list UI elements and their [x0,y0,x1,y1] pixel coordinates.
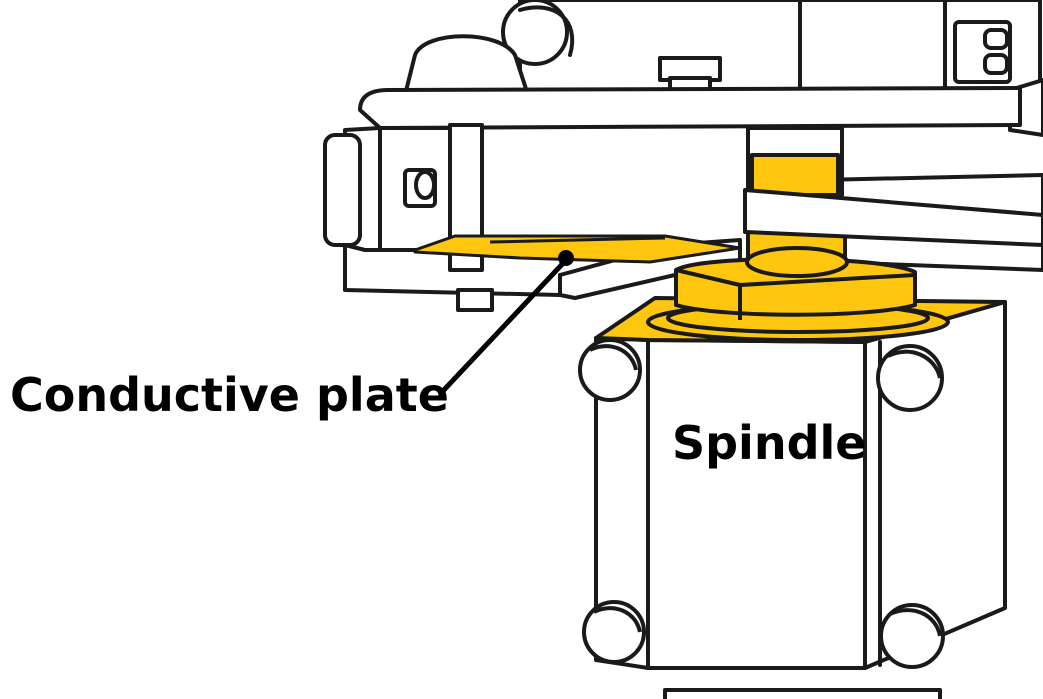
knob [501,0,575,66]
bolt-top-right [876,344,944,412]
bolt-bottom-right [879,603,945,669]
bolt-heads [578,338,945,669]
plate-leader [439,250,574,395]
upper-machine-body [518,0,1042,106]
spindle-nut [674,246,917,320]
conductive-plate [413,234,742,264]
leader-dot [558,250,574,266]
spindle-label: Spindle [672,416,867,470]
bolt-bottom-left [582,600,646,664]
spindle-shaft [743,126,1043,264]
carrier-plate [323,86,1022,312]
bolt-top-left [578,338,642,402]
conductive-plate-label: Conductive plate [10,368,449,422]
dome-cap [403,34,530,97]
